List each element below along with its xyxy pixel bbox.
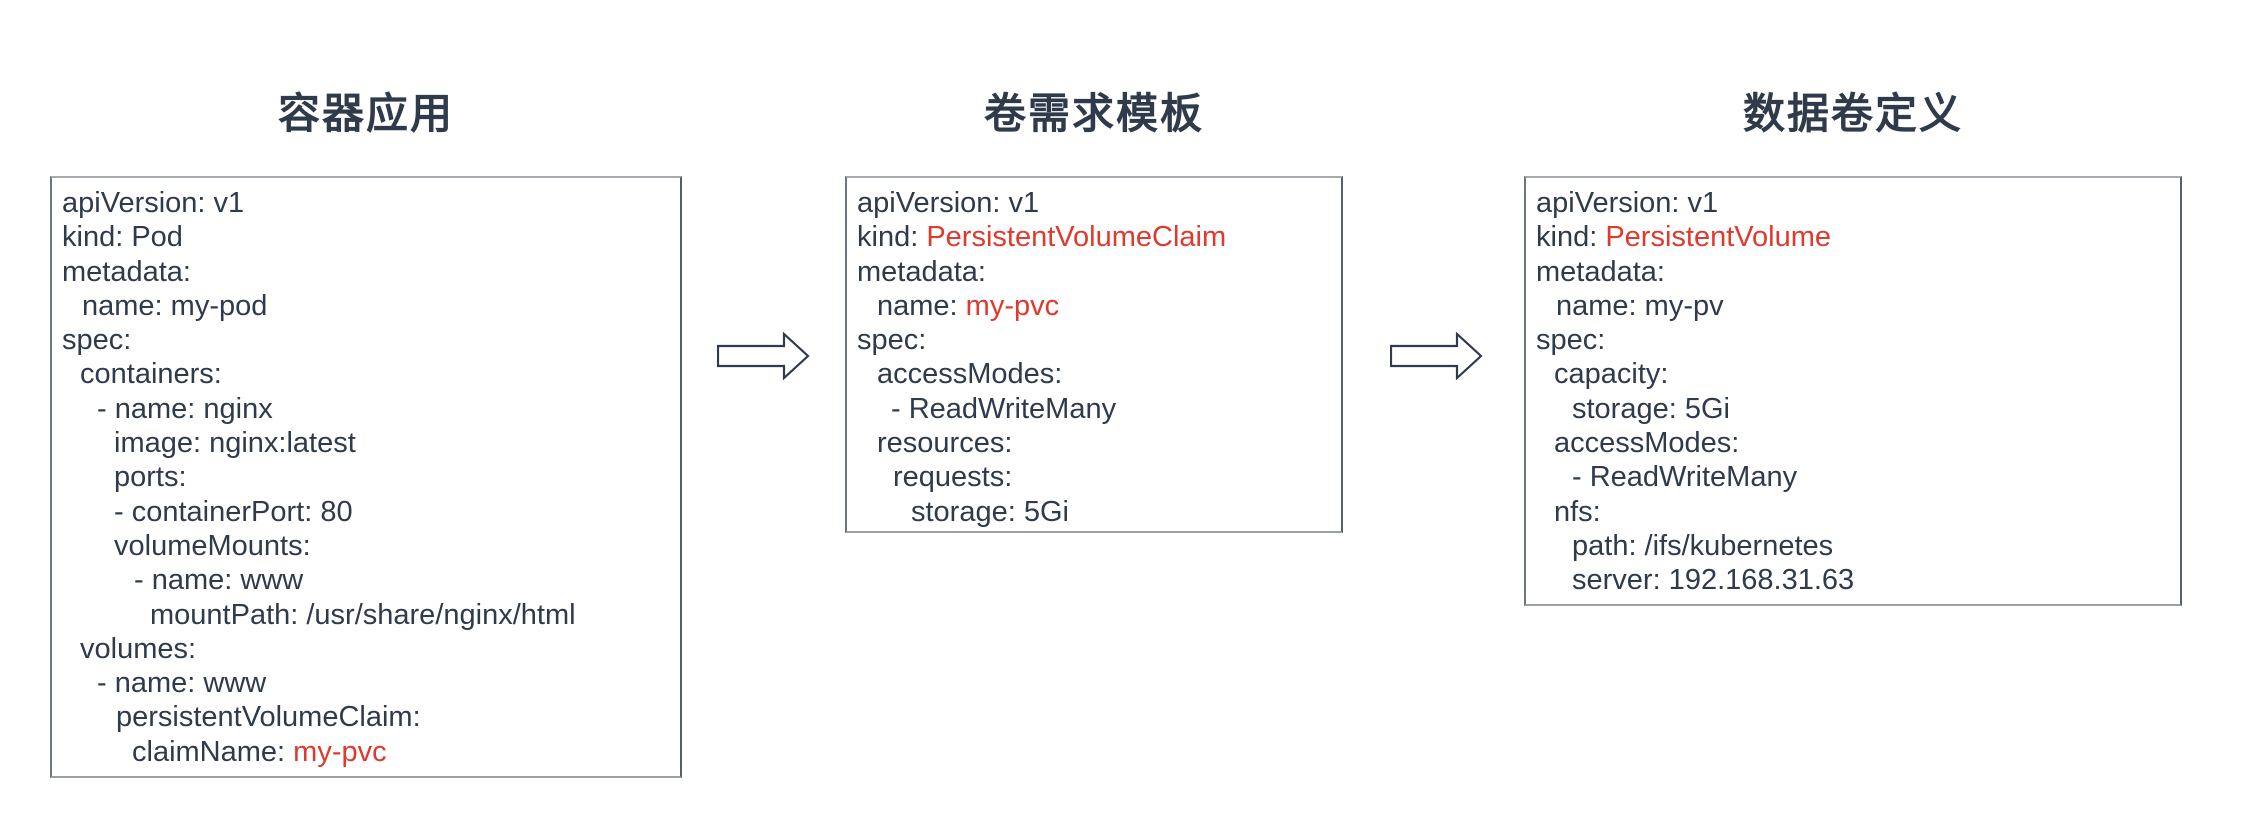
yaml-line: storage: 5Gi	[911, 495, 1069, 528]
yaml-line: - containerPort: 80	[114, 495, 353, 528]
yaml-line: - name: nginx	[97, 392, 273, 425]
yaml-line: accessModes:	[1554, 427, 1740, 460]
yaml-line: kind: PersistentVolumeClaim	[857, 221, 1227, 254]
yaml-line: spec:	[1536, 324, 1606, 357]
yaml-line: - ReadWriteMany	[891, 392, 1117, 425]
column-title-pv: 数据卷定义	[1742, 90, 1963, 137]
yaml-line: image: nginx:latest	[114, 427, 356, 460]
yaml-line: name: my-pv	[1556, 289, 1724, 322]
yaml-line: path: /ifs/kubernetes	[1572, 529, 1834, 562]
yaml-line: name: my-pod	[82, 289, 268, 322]
yaml-line: kind: Pod	[62, 221, 183, 254]
yaml-line: metadata:	[1536, 255, 1665, 288]
yaml-line: name: my-pvc	[877, 289, 1060, 322]
yaml-line: requests:	[893, 461, 1013, 494]
arrow-right-icon	[717, 332, 810, 380]
yaml-line: spec:	[857, 324, 927, 357]
arrow-right-icon	[1390, 332, 1483, 380]
yaml-line: apiVersion: v1	[1536, 187, 1719, 219]
yaml-line: containers:	[80, 358, 222, 391]
yaml-line: kind: PersistentVolume	[1536, 221, 1831, 254]
yaml-line: capacity:	[1554, 358, 1669, 391]
yaml-line: resources:	[877, 427, 1013, 460]
yaml-line: accessModes:	[877, 358, 1063, 391]
yaml-line: - name: www	[134, 564, 304, 597]
column-title-pvc: 卷需求模板	[983, 90, 1204, 137]
yaml-line: nfs:	[1554, 495, 1601, 528]
yaml-line: apiVersion: v1	[857, 187, 1040, 219]
yaml-line: metadata:	[62, 255, 191, 288]
yaml-line: volumeMounts:	[114, 529, 311, 562]
yaml-line: - name: www	[97, 667, 267, 700]
yaml-line: volumes:	[80, 632, 197, 665]
yaml-line: spec:	[62, 324, 132, 357]
yaml-line: - ReadWriteMany	[1572, 461, 1798, 494]
yaml-line: server: 192.168.31.63	[1572, 564, 1855, 597]
yaml-line: storage: 5Gi	[1572, 392, 1730, 425]
yaml-line: persistentVolumeClaim:	[116, 701, 421, 734]
yaml-line: apiVersion: v1	[62, 187, 245, 219]
column-title-pod: 容器应用	[277, 90, 454, 137]
yaml-line: ports:	[114, 461, 187, 494]
yaml-line: claimName: my-pvc	[132, 735, 387, 768]
yaml-line: metadata:	[857, 255, 986, 288]
yaml-line: mountPath: /usr/share/nginx/html	[150, 598, 576, 631]
